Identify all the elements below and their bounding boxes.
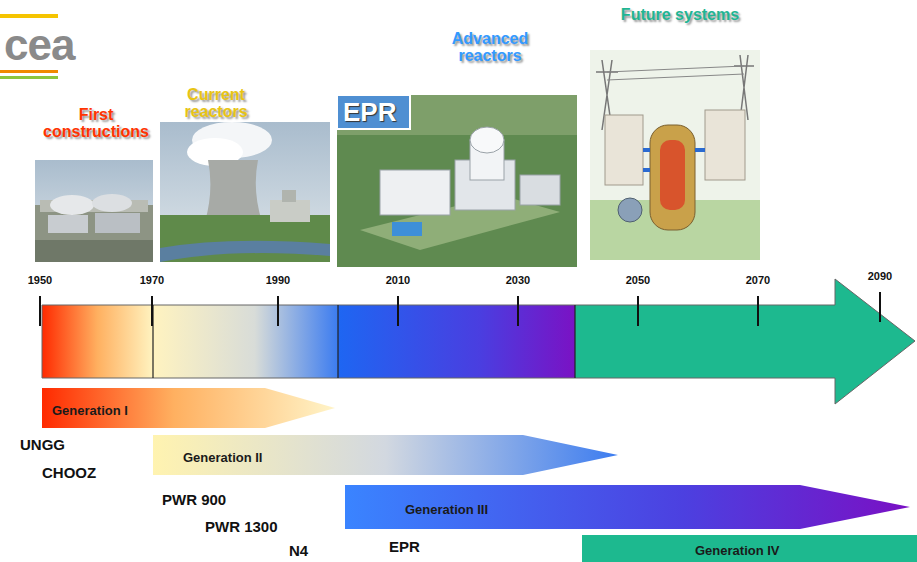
generation-band: Generation I <box>42 388 335 428</box>
year-label: 2030 <box>498 274 538 286</box>
reactor-model: PWR 900 <box>162 491 226 508</box>
year-label: 2090 <box>860 270 900 282</box>
generation-band: Generation II <box>153 435 618 475</box>
photo-current-plant <box>160 122 330 262</box>
year-label: 1970 <box>132 274 172 286</box>
generation-band: Generation III <box>345 485 910 529</box>
reactor-model: CHOOZ <box>42 464 96 481</box>
photo-first-plant <box>35 160 153 262</box>
era-heading: Current reactors <box>160 86 272 120</box>
photo-epr-plant <box>337 95 577 267</box>
band-label: Generation II <box>183 450 262 465</box>
band-label: Generation I <box>52 403 128 418</box>
reactor-model: PWR 1300 <box>205 518 278 535</box>
generation-band: Generation IV <box>582 535 917 562</box>
year-label: 1990 <box>258 274 298 286</box>
logo-text: cea <box>4 20 74 70</box>
band-label: Generation IV <box>695 543 780 558</box>
year-label: 2050 <box>618 274 658 286</box>
era-heading: First constructions <box>32 106 160 140</box>
timeline-arrow <box>42 279 915 404</box>
photo-future-system <box>590 50 760 260</box>
year-ticks <box>40 292 880 326</box>
era-heading: Future systems <box>620 6 740 23</box>
year-label: 2070 <box>738 274 778 286</box>
logo-text: EPR <box>343 97 396 128</box>
era-heading: Advanced reactors <box>420 30 560 64</box>
year-label: 2010 <box>378 274 418 286</box>
year-label: 1950 <box>20 274 60 286</box>
reactor-model: EPR <box>389 538 420 555</box>
reactor-model: N4 <box>289 542 308 559</box>
reactor-model: UNGG <box>20 436 65 453</box>
band-label: Generation III <box>405 502 488 517</box>
